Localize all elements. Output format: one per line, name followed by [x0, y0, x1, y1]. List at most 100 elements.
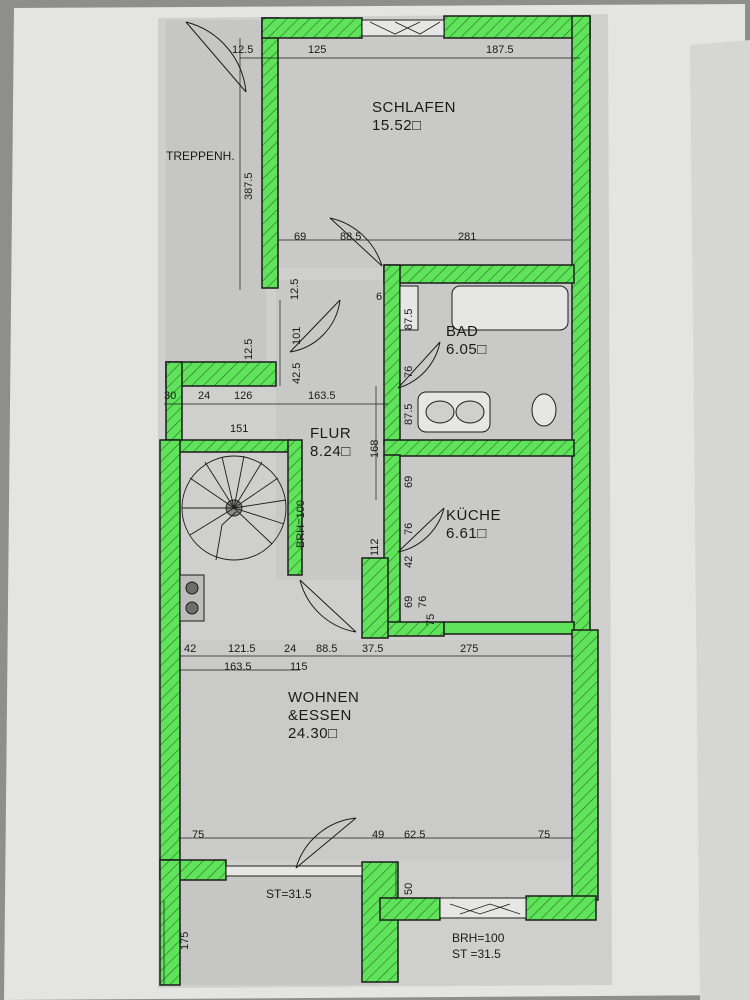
- dim-label: 101: [291, 326, 303, 345]
- dim-label: 75: [192, 829, 205, 841]
- dim-label: 187.5: [486, 44, 514, 56]
- door-flur: [289, 299, 341, 353]
- dim-label: 387.5: [243, 172, 255, 200]
- dim-label: 175: [179, 931, 191, 950]
- dim-label: 163.5: [308, 390, 336, 402]
- dim-label: 87.5: [403, 308, 415, 330]
- dim-label: 76: [403, 522, 415, 535]
- room-kueche-name: KÜCHE: [446, 507, 502, 524]
- dim-label: 88.5: [340, 231, 362, 243]
- door-treppenhaus: [185, 21, 247, 93]
- dim-label: 30: [164, 390, 177, 402]
- window-wohnen: [439, 897, 527, 919]
- dim-label: 88.5: [316, 643, 338, 655]
- room-treppenhaus-name: TREPPENH.: [166, 149, 235, 163]
- dim-label: 168: [369, 439, 381, 458]
- window-marks: [369, 21, 521, 915]
- dim-label: 69: [403, 475, 415, 488]
- wall-flur-south: [361, 557, 389, 639]
- room-bad-name: BAD: [446, 323, 479, 340]
- dim-label: 12.5: [243, 338, 255, 360]
- door-wohnen: [299, 579, 357, 633]
- schlafen-floor: [276, 38, 576, 268]
- walls: [159, 15, 599, 986]
- dim-label: 12.5: [289, 278, 301, 300]
- note-brh-stair: BRH=100: [295, 499, 307, 548]
- terrace-door: [225, 865, 363, 877]
- room-wohnen-area: 24.30□: [288, 725, 338, 742]
- wall-south-mid: [361, 861, 399, 983]
- wall-terrace-west: [159, 859, 181, 986]
- room-kueche-area: 6.61□: [446, 525, 487, 542]
- window-schlafen: [361, 19, 445, 37]
- dim-label: 115: [290, 661, 308, 673]
- stove: [179, 574, 205, 622]
- dim-label: 112: [369, 538, 381, 556]
- doors: [185, 21, 445, 869]
- dim-label: 87.5: [403, 403, 415, 425]
- wall-stair-north: [165, 439, 291, 453]
- note-st-bottom: ST =31.5: [452, 947, 501, 961]
- door-terrace: [295, 817, 357, 869]
- wall-west: [159, 439, 181, 861]
- second-sheet: [690, 40, 750, 1000]
- bath-fixtures: [399, 285, 569, 433]
- dim-label: 37.5: [362, 643, 384, 655]
- dim-label: 42.5: [291, 362, 303, 384]
- toilet: [531, 393, 557, 427]
- kueche-floor: [400, 455, 572, 625]
- room-schlafen-area: 15.52□: [372, 117, 422, 134]
- dim-label: 75: [425, 613, 437, 626]
- room-wohnen-name-2: &ESSEN: [288, 707, 352, 724]
- dim-label: 76: [417, 595, 429, 608]
- wall-flur-north: [165, 361, 277, 387]
- treppenhaus-floor: [166, 20, 266, 365]
- wall-south-right: [525, 895, 597, 921]
- wall-south-center: [379, 897, 441, 921]
- dim-label: 126: [234, 390, 253, 402]
- room-flur-area: 8.24□: [310, 443, 351, 460]
- wall-bad-west: [383, 264, 401, 446]
- spiral-stair: [181, 455, 287, 561]
- dim-label: 12.5: [232, 44, 254, 56]
- room-schlafen-name: SCHLAFEN: [372, 99, 457, 116]
- bathtub: [451, 285, 569, 331]
- wall-schlafen-north-right: [443, 15, 591, 39]
- dim-label: 42: [403, 555, 415, 568]
- wall-stair-east: [287, 439, 303, 576]
- door-schlafen: [329, 217, 383, 267]
- dim-label: 125: [308, 44, 327, 56]
- dim-label: 6: [376, 291, 383, 303]
- dim-label: 163.5: [224, 661, 252, 673]
- dim-label: 50: [403, 882, 415, 895]
- wall-kueche-south-right: [443, 621, 575, 635]
- note-st-left: ST=31.5: [266, 887, 312, 901]
- wall-schlafen-west: [261, 17, 279, 289]
- wall-east-upper: [571, 15, 591, 637]
- door-bad: [397, 341, 441, 389]
- wall-west-upper: [165, 361, 183, 443]
- wall-bad-north: [383, 264, 575, 284]
- dim-label: 275: [460, 643, 479, 655]
- room-bad-area: 6.05□: [446, 341, 487, 358]
- dim-label: 75: [538, 829, 551, 841]
- dim-label: 49: [372, 829, 385, 841]
- room-wohnen-name: WOHNEN: [288, 689, 360, 706]
- wall-schlafen-north-left: [261, 17, 363, 39]
- room-flur-name: FLUR: [310, 425, 352, 442]
- dim-label: 24: [284, 643, 297, 655]
- dim-label: 69: [294, 231, 307, 243]
- wall-bad-kueche: [383, 439, 575, 457]
- dim-label: 151: [230, 423, 249, 435]
- terrace-floor: [180, 875, 380, 985]
- dim-label: 281: [458, 231, 477, 243]
- note-brh-bottom: BRH=100: [452, 931, 505, 945]
- wall-east-lower: [571, 629, 599, 901]
- wohnen-floor: [178, 640, 574, 860]
- dim-label: 69: [403, 595, 415, 608]
- dimension-lines: [163, 38, 580, 985]
- dim-label: 121.5: [228, 643, 256, 655]
- dim-label: 62.5: [404, 829, 426, 841]
